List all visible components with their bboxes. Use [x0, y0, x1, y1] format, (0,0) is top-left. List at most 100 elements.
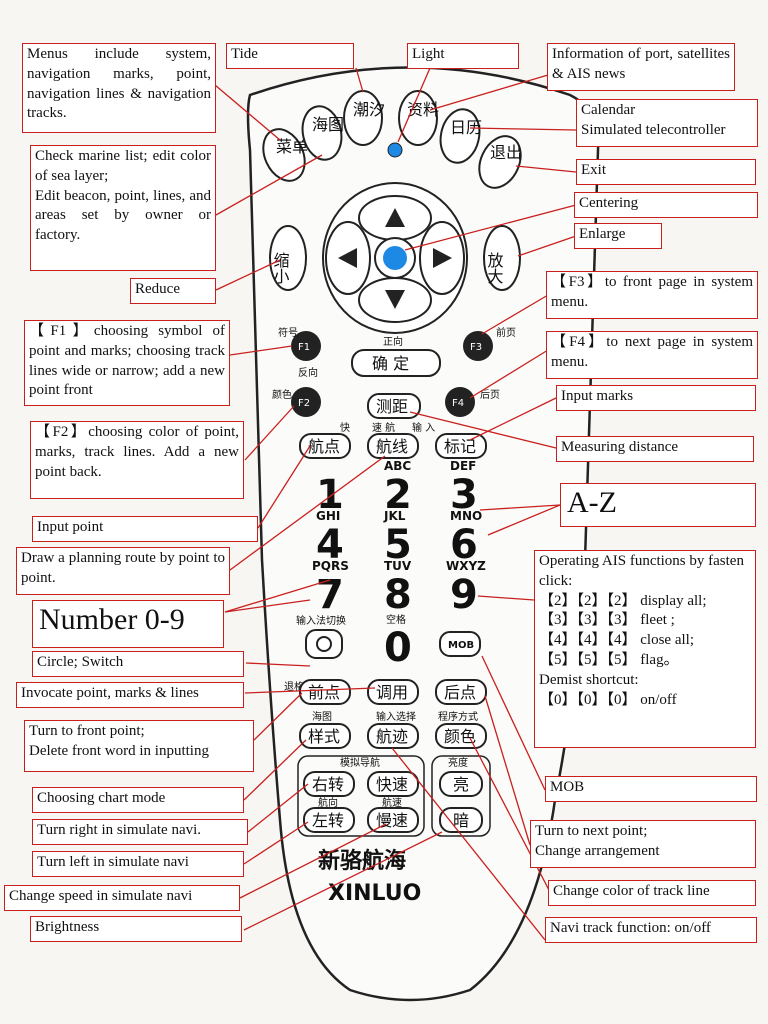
label-measuring: Measuring distance [556, 436, 754, 462]
key-7[interactable]: 7 [316, 572, 344, 618]
dark-label: 暗 [453, 811, 469, 830]
key-5-letters: JKL [383, 509, 406, 523]
chart-button[interactable] [298, 103, 346, 164]
heading-tag: 航向 [318, 796, 338, 809]
f2-button[interactable] [291, 387, 321, 417]
key-3[interactable]: 3 [450, 472, 478, 518]
info-button[interactable] [398, 90, 438, 146]
dpad [322, 182, 468, 334]
key-0[interactable]: 0 [384, 625, 412, 671]
slow-button[interactable] [367, 807, 419, 833]
calendar-button[interactable] [436, 106, 484, 167]
menu-label: 菜单 [276, 137, 308, 156]
next-point-button[interactable] [435, 679, 487, 705]
chart-tag: 海图 [312, 710, 332, 723]
fast-button[interactable] [367, 771, 419, 797]
fast-tag: 快 [340, 422, 350, 434]
f3-button[interactable] [463, 331, 493, 361]
prev-point-button[interactable] [299, 679, 351, 705]
turn-left-button[interactable] [303, 807, 355, 833]
key-4[interactable]: 4 [316, 522, 344, 568]
label-f4: 【F4】to next page in system menu. [546, 331, 758, 379]
zoom-in-label: 放大 [485, 252, 504, 284]
label-menus: Menus include system, navigation marks, … [22, 43, 216, 133]
label-chart-mode: Choosing chart mode [32, 787, 244, 813]
label-tide: Tide [226, 43, 354, 69]
key-5[interactable]: 5 [384, 522, 412, 568]
measure-button[interactable] [367, 393, 421, 419]
label-invocate: Invocate point, marks & lines [16, 682, 244, 708]
label-brightness: Brightness [30, 916, 242, 942]
call-label: 调用 [376, 683, 408, 702]
next-point-label: 后点 [444, 683, 476, 702]
zoom-in-button[interactable] [483, 225, 521, 291]
f1-button[interactable] [291, 331, 321, 361]
label-change-color: Change color of track line [548, 880, 756, 906]
label-f2: 【F2】choosing color of point, marks, trac… [30, 421, 244, 499]
label-reduce: Reduce [130, 278, 216, 304]
label-info: Information of port, satellites & AIS ne… [547, 43, 735, 91]
f1-side-label: 符号 [278, 326, 298, 339]
f4-button[interactable] [445, 387, 475, 417]
key-2-letters: ABC [384, 459, 411, 473]
input-select-tag: 输入选择 [376, 710, 416, 723]
label-turn-left: Turn left in simulate navi [32, 851, 244, 877]
f3-side-label: 前页 [496, 326, 516, 339]
info-label: 资料 [407, 100, 439, 119]
circle-icon [316, 636, 332, 652]
zoom-out-label: 缩小 [271, 252, 290, 285]
ime-label: 输入法切换 [296, 614, 346, 627]
style-button[interactable] [299, 723, 351, 749]
mob-button[interactable] [439, 631, 481, 657]
turn-right-button[interactable] [303, 771, 355, 797]
color-button[interactable] [435, 723, 487, 749]
key-6-letters: MNO [450, 509, 482, 523]
route-line-button[interactable] [367, 433, 419, 459]
route-line-label: 航线 [376, 437, 408, 456]
chart-label: 海图 [312, 115, 344, 134]
label-turn-next: Turn to next point; Change arrangement [530, 820, 756, 868]
key-1[interactable]: 1 [316, 472, 344, 518]
route-point-label: 航点 [308, 437, 340, 456]
bright-button[interactable] [439, 771, 483, 797]
label-exit: Exit [576, 159, 756, 185]
circle-switch-button[interactable] [305, 629, 343, 659]
bright-label: 亮 [453, 775, 469, 794]
key-2[interactable]: 2 [384, 472, 412, 518]
key-6[interactable]: 6 [450, 522, 478, 568]
key-8[interactable]: 8 [384, 572, 412, 618]
confirm-top-label: 正向 [383, 335, 403, 348]
turn-right-label: 右转 [312, 775, 344, 794]
input-tag: 输 入 [412, 421, 435, 434]
f4-side-label: 后页 [480, 389, 500, 401]
label-calendar: Calendar Simulated telecontroller [576, 99, 758, 147]
call-button[interactable] [367, 679, 419, 705]
mark-button[interactable] [435, 433, 487, 459]
exit-button[interactable] [471, 129, 528, 194]
up-arrow-icon [385, 208, 405, 227]
key-9[interactable]: 9 [450, 572, 478, 618]
route-point-button[interactable] [299, 433, 351, 459]
label-change-speed: Change speed in simulate navi [4, 885, 240, 911]
brand-en: XINLUO [328, 881, 421, 906]
label-light: Light [407, 43, 519, 69]
key-0-letters: 空格 [386, 613, 406, 626]
key-7-letters: PQRS [312, 559, 349, 573]
program-mode-tag: 程序方式 [438, 710, 478, 723]
left-arrow-icon [338, 248, 357, 268]
mark-label: 标记 [444, 437, 476, 456]
back-tag: 退格 [284, 680, 304, 693]
dark-button[interactable] [439, 807, 483, 833]
color-label: 颜色 [444, 727, 476, 746]
label-navi-track: Navi track function: on/off [545, 917, 757, 943]
menu-button[interactable] [255, 122, 312, 187]
confirm-button[interactable] [351, 349, 441, 377]
label-number: Number 0-9 [32, 600, 224, 648]
track-button[interactable] [367, 723, 419, 749]
sim-nav-tag: 模拟导航 [340, 756, 380, 769]
zoom-out-button[interactable] [269, 225, 307, 291]
f2-label: F2 [298, 398, 310, 409]
label-planning: Draw a planning route by point to point. [16, 547, 230, 595]
